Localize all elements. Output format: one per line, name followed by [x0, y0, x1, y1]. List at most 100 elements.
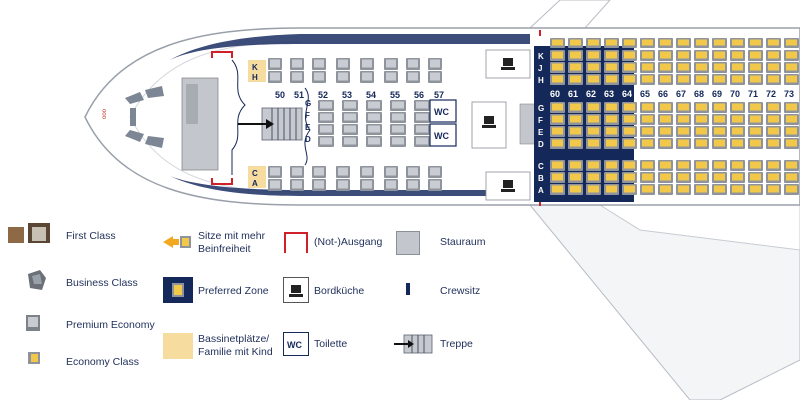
econ-seat-65-1-3[interactable]: [640, 138, 655, 149]
econ-seat-70-0-0[interactable]: [730, 50, 745, 61]
econ-seat-extra-top-5[interactable]: [640, 38, 655, 48]
econ-seat-69-0-2[interactable]: [712, 74, 727, 85]
upper-seat-mid-row-3-2[interactable]: [318, 124, 334, 135]
econ-seat-63-0-1[interactable]: [604, 62, 619, 73]
upper-seat-bottom-row-4-a[interactable]: [336, 166, 350, 178]
econ-seat-60-0-1[interactable]: [550, 62, 565, 73]
econ-seat-67-1-3[interactable]: [676, 138, 691, 149]
econ-seat-72-0-1[interactable]: [766, 62, 781, 73]
econ-seat-69-0-1[interactable]: [712, 62, 727, 73]
econ-seat-69-1-3[interactable]: [712, 138, 727, 149]
econ-seat-63-2-1[interactable]: [604, 172, 619, 183]
econ-seat-extra-top-4[interactable]: [622, 38, 637, 48]
econ-seat-66-0-1[interactable]: [658, 62, 673, 73]
econ-seat-71-1-1[interactable]: [748, 114, 763, 125]
upper-seat-top-row-7-b[interactable]: [406, 71, 420, 83]
econ-seat-65-2-0[interactable]: [640, 160, 655, 171]
econ-seat-64-2-2[interactable]: [622, 184, 637, 195]
econ-seat-73-1-0[interactable]: [784, 102, 799, 113]
econ-seat-60-1-3[interactable]: [550, 138, 565, 149]
econ-seat-71-2-2[interactable]: [748, 184, 763, 195]
econ-seat-67-0-1[interactable]: [676, 62, 691, 73]
upper-seat-mid-row-4-3[interactable]: [342, 136, 358, 147]
upper-seat-top-row-3-b[interactable]: [312, 71, 326, 83]
upper-seat-top-row-6-a[interactable]: [384, 58, 398, 70]
econ-seat-62-2-2[interactable]: [586, 184, 601, 195]
econ-seat-72-1-1[interactable]: [766, 114, 781, 125]
econ-seat-extra-top-8[interactable]: [694, 38, 709, 48]
upper-seat-mid-row-6-3[interactable]: [390, 136, 406, 147]
upper-seat-bottom-row-8-a[interactable]: [428, 166, 442, 178]
upper-seat-bottom-row-4-b[interactable]: [336, 179, 350, 191]
econ-seat-extra-top-7[interactable]: [676, 38, 691, 48]
upper-seat-top-row-1-a[interactable]: [268, 58, 282, 70]
econ-seat-60-2-2[interactable]: [550, 184, 565, 195]
upper-seat-mid-row-3-0[interactable]: [318, 100, 334, 111]
econ-seat-67-2-1[interactable]: [676, 172, 691, 183]
upper-seat-mid-row-7-2[interactable]: [414, 124, 430, 135]
upper-seat-mid-row-7-3[interactable]: [414, 136, 430, 147]
econ-seat-70-0-2[interactable]: [730, 74, 745, 85]
econ-seat-61-1-3[interactable]: [568, 138, 583, 149]
econ-seat-62-1-3[interactable]: [586, 138, 601, 149]
econ-seat-72-0-0[interactable]: [766, 50, 781, 61]
econ-seat-72-1-3[interactable]: [766, 138, 781, 149]
upper-seat-mid-row-5-0[interactable]: [366, 100, 382, 111]
econ-seat-60-2-1[interactable]: [550, 172, 565, 183]
upper-seat-top-row-8-a[interactable]: [428, 58, 442, 70]
econ-seat-69-1-2[interactable]: [712, 126, 727, 137]
econ-seat-72-2-2[interactable]: [766, 184, 781, 195]
econ-seat-73-2-0[interactable]: [784, 160, 799, 171]
econ-seat-72-0-2[interactable]: [766, 74, 781, 85]
econ-seat-60-2-0[interactable]: [550, 160, 565, 171]
upper-seat-mid-row-6-2[interactable]: [390, 124, 406, 135]
upper-seat-mid-row-4-0[interactable]: [342, 100, 358, 111]
upper-seat-mid-row-4-1[interactable]: [342, 112, 358, 123]
econ-seat-65-1-2[interactable]: [640, 126, 655, 137]
upper-seat-mid-row-3-3[interactable]: [318, 136, 334, 147]
econ-seat-73-0-1[interactable]: [784, 62, 799, 73]
upper-seat-mid-row-5-3[interactable]: [366, 136, 382, 147]
econ-seat-73-1-1[interactable]: [784, 114, 799, 125]
econ-seat-66-2-1[interactable]: [658, 172, 673, 183]
econ-seat-62-1-0[interactable]: [586, 102, 601, 113]
econ-seat-60-0-0[interactable]: [550, 50, 565, 61]
econ-seat-66-0-0[interactable]: [658, 50, 673, 61]
econ-seat-70-2-2[interactable]: [730, 184, 745, 195]
econ-seat-62-2-0[interactable]: [586, 160, 601, 171]
upper-seat-top-row-5-a[interactable]: [360, 58, 374, 70]
econ-seat-63-0-0[interactable]: [604, 50, 619, 61]
upper-seat-bottom-row-6-b[interactable]: [384, 179, 398, 191]
econ-seat-63-1-3[interactable]: [604, 138, 619, 149]
econ-seat-67-1-2[interactable]: [676, 126, 691, 137]
econ-seat-extra-top-11[interactable]: [748, 38, 763, 48]
upper-seat-top-row-5-b[interactable]: [360, 71, 374, 83]
upper-seat-bottom-row-1-b[interactable]: [268, 179, 282, 191]
econ-seat-65-0-0[interactable]: [640, 50, 655, 61]
upper-seat-mid-row-5-2[interactable]: [366, 124, 382, 135]
econ-seat-66-1-1[interactable]: [658, 114, 673, 125]
econ-seat-69-2-1[interactable]: [712, 172, 727, 183]
econ-seat-extra-top-9[interactable]: [712, 38, 727, 48]
econ-seat-70-1-0[interactable]: [730, 102, 745, 113]
upper-seat-mid-row-4-2[interactable]: [342, 124, 358, 135]
econ-seat-61-2-1[interactable]: [568, 172, 583, 183]
econ-seat-73-2-2[interactable]: [784, 184, 799, 195]
econ-seat-66-1-0[interactable]: [658, 102, 673, 113]
econ-seat-73-1-2[interactable]: [784, 126, 799, 137]
econ-seat-66-1-3[interactable]: [658, 138, 673, 149]
econ-seat-extra-top-13[interactable]: [784, 38, 799, 48]
econ-seat-70-1-3[interactable]: [730, 138, 745, 149]
upper-seat-mid-row-3-1[interactable]: [318, 112, 334, 123]
econ-seat-73-0-2[interactable]: [784, 74, 799, 85]
econ-seat-73-0-0[interactable]: [784, 50, 799, 61]
econ-seat-67-1-1[interactable]: [676, 114, 691, 125]
econ-seat-72-2-0[interactable]: [766, 160, 781, 171]
econ-seat-64-0-1[interactable]: [622, 62, 637, 73]
econ-seat-64-1-1[interactable]: [622, 114, 637, 125]
upper-seat-top-row-4-b[interactable]: [336, 71, 350, 83]
econ-seat-61-1-2[interactable]: [568, 126, 583, 137]
econ-seat-66-2-2[interactable]: [658, 184, 673, 195]
econ-seat-61-2-2[interactable]: [568, 184, 583, 195]
upper-seat-bottom-row-7-a[interactable]: [406, 166, 420, 178]
